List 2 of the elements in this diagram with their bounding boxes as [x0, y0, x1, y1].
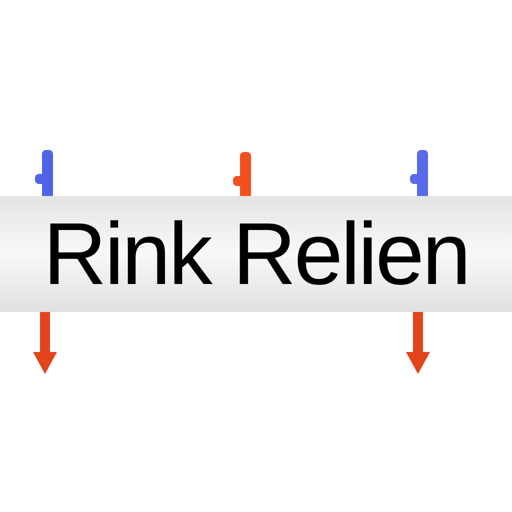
banner-bar	[0, 196, 512, 312]
banner-text: Rink Relien	[43, 210, 469, 298]
